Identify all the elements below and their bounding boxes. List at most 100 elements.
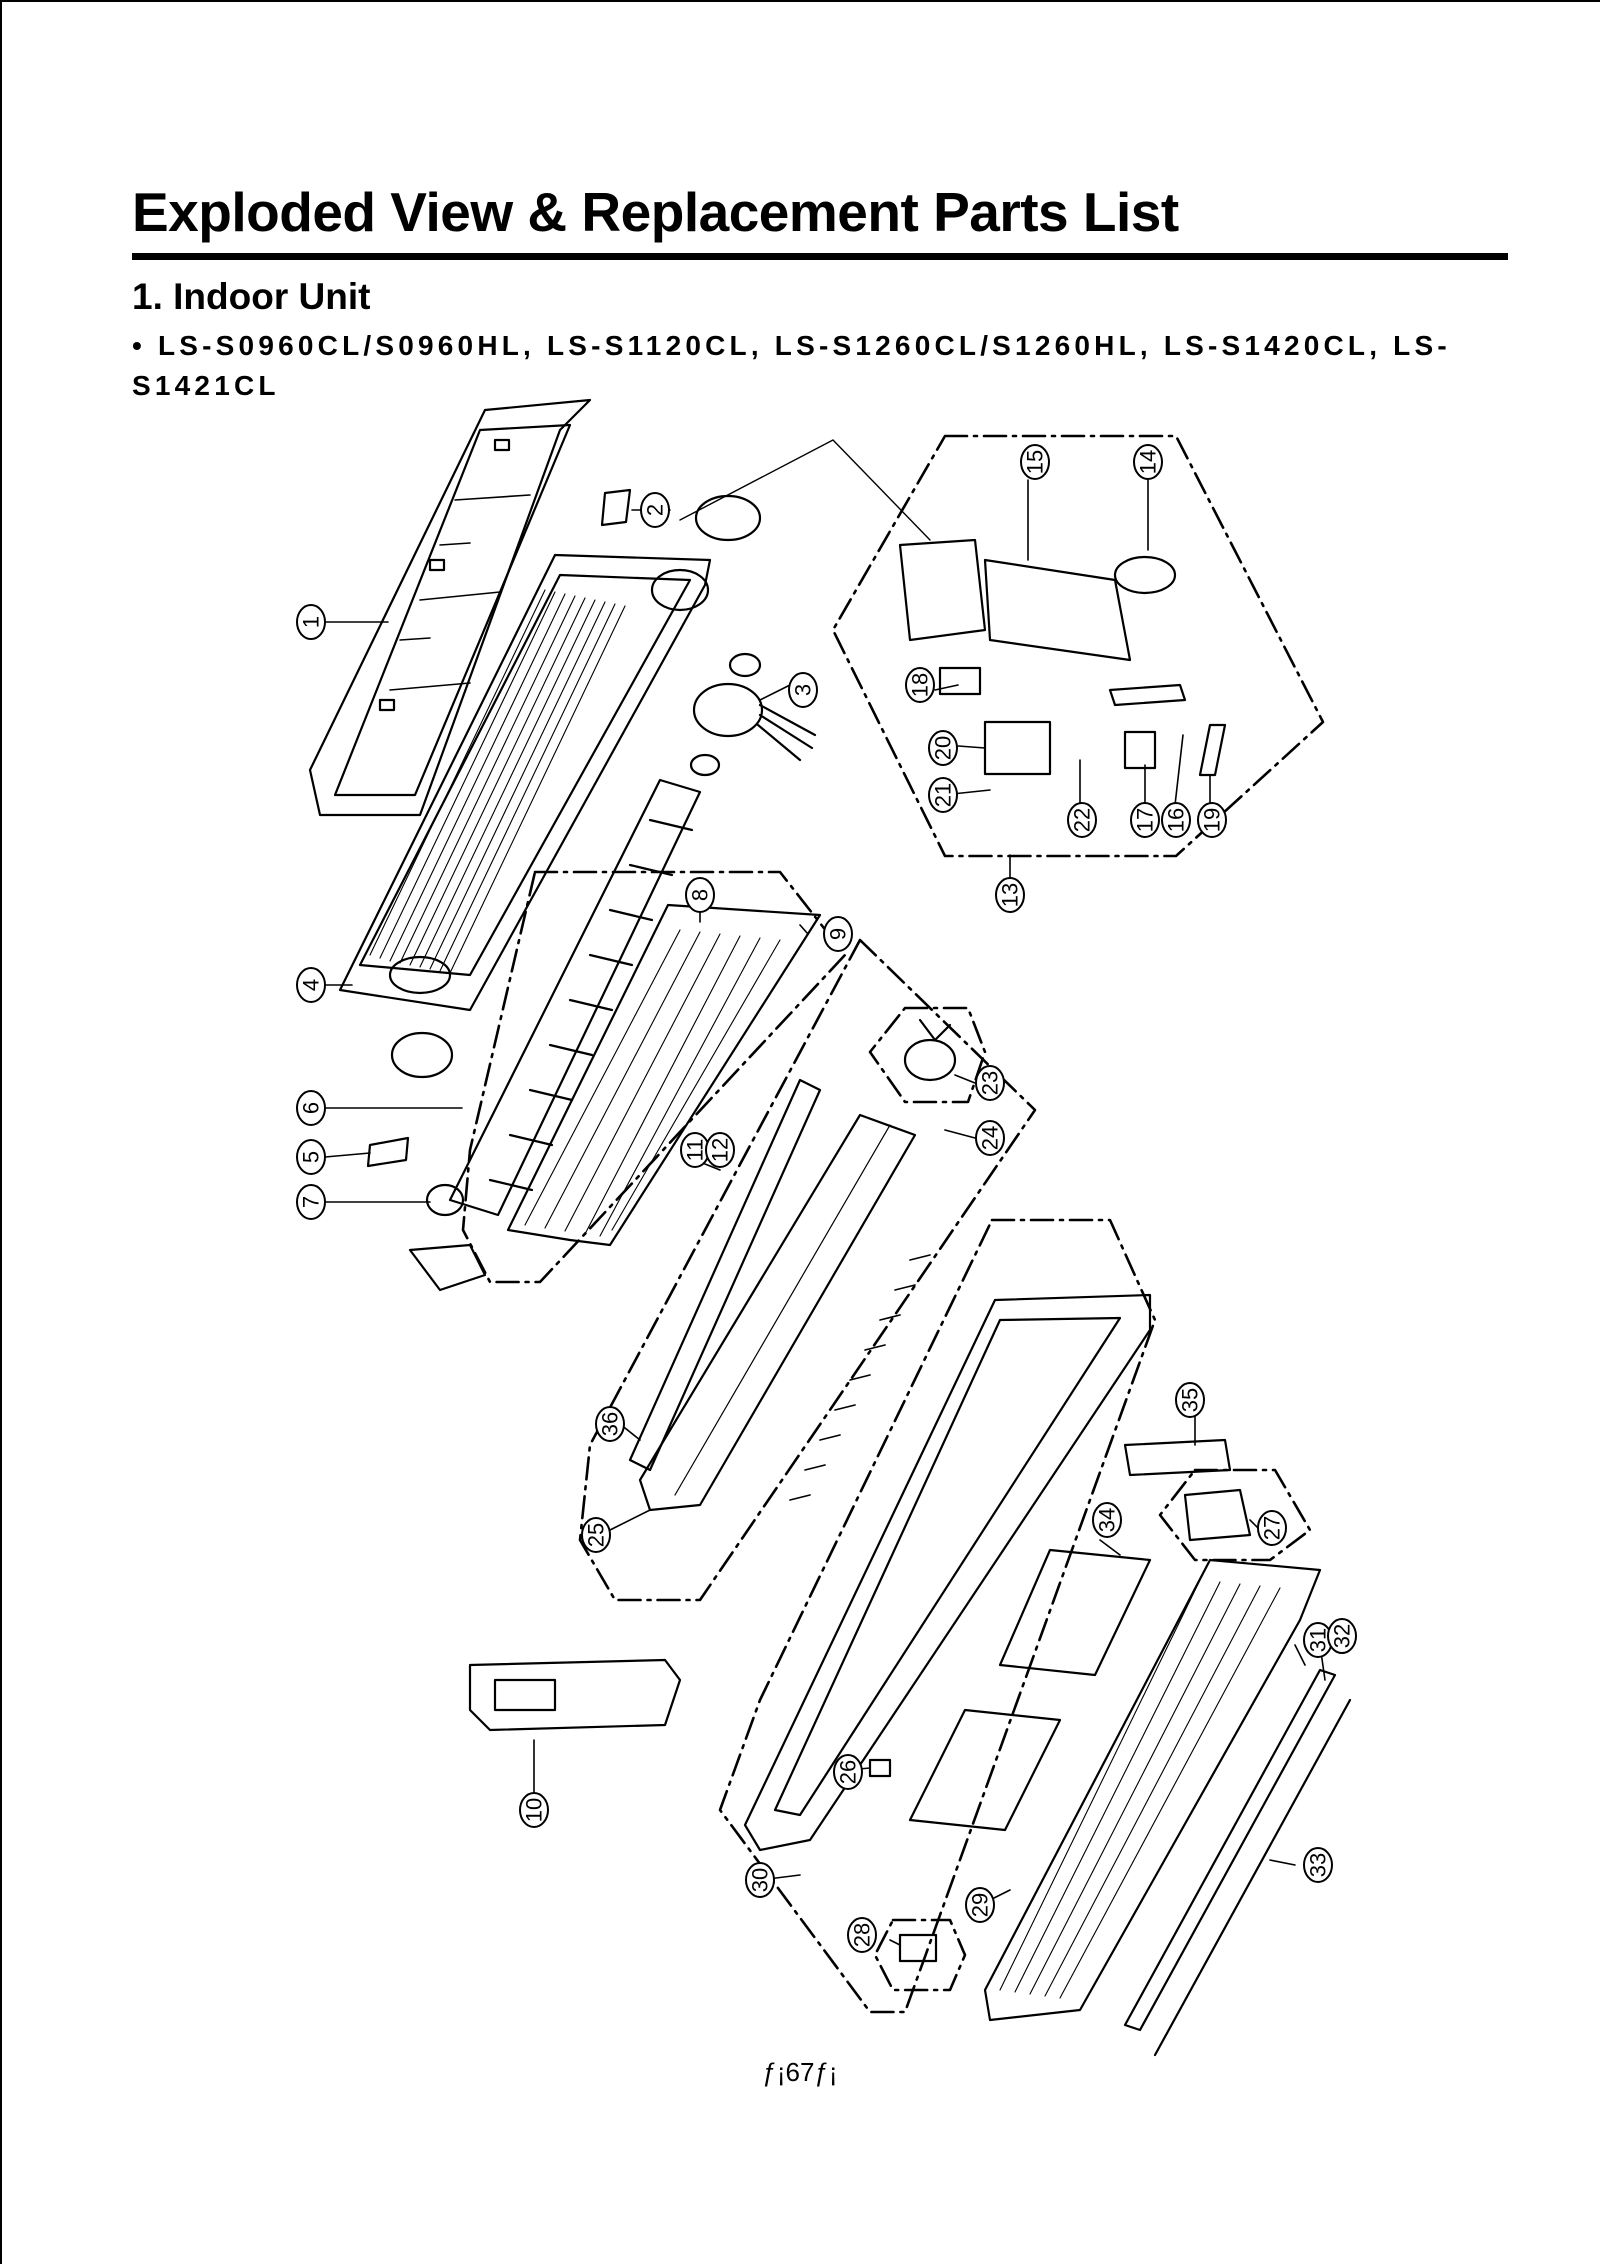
callout-label: 6 xyxy=(299,1102,324,1114)
callout-circle xyxy=(833,1754,863,1790)
callout-circle xyxy=(975,1120,1005,1156)
callout-circle xyxy=(1067,802,1097,838)
callout-16: 16 xyxy=(1161,802,1191,838)
callout-circle xyxy=(788,672,818,708)
callout-circle xyxy=(995,877,1025,913)
callout-circle xyxy=(905,667,935,703)
callout-20: 20 xyxy=(928,730,958,766)
title-divider xyxy=(132,253,1508,260)
callout-circle xyxy=(296,1139,326,1175)
page-number: ƒ¡67ƒ¡ xyxy=(762,2057,838,2087)
callout-circle xyxy=(296,967,326,1003)
callout-circle xyxy=(1130,802,1160,838)
callout-23: 23 xyxy=(975,1065,1005,1101)
callout-circle xyxy=(823,916,853,952)
callout-label: 16 xyxy=(1164,808,1189,832)
callout-circle xyxy=(1161,802,1191,838)
callout-circle xyxy=(1175,1382,1205,1418)
callout-25: 25 xyxy=(581,1517,611,1553)
callout-label: 8 xyxy=(688,889,713,901)
bracket-subgroup-outline xyxy=(1158,1468,1312,1562)
callout-label: 18 xyxy=(908,673,933,697)
callout-17: 17 xyxy=(1130,802,1160,838)
slide-bar-part xyxy=(1123,1668,1352,2057)
part-28-hinge xyxy=(898,1933,938,1963)
part-26-clip xyxy=(868,1758,892,1778)
callout-22: 22 xyxy=(1067,802,1097,838)
callout-circle xyxy=(705,1132,735,1168)
callout-circle xyxy=(1257,1510,1287,1546)
callout-34: 34 xyxy=(1092,1502,1122,1538)
side-cover-part xyxy=(408,1243,487,1292)
callout-label: 21 xyxy=(931,783,956,807)
callout-label: 1 xyxy=(299,616,324,628)
callout-label: 22 xyxy=(1070,808,1095,832)
callout-label: 31 xyxy=(1306,1628,1331,1652)
callout-label: 10 xyxy=(522,1798,547,1822)
louver-parts xyxy=(789,1254,931,1501)
callout-label: 7 xyxy=(299,1196,324,1208)
callout-circle xyxy=(519,1792,549,1828)
display-board-part xyxy=(1123,1438,1232,1477)
cap-part xyxy=(694,494,762,542)
page-title: Exploded View & Replacement Parts List xyxy=(132,181,1179,243)
chassis-part xyxy=(338,553,712,1012)
callout-35: 35 xyxy=(1175,1382,1205,1418)
callout-9: 9 xyxy=(823,916,853,952)
hinge-subgroup-outline xyxy=(873,1918,967,1992)
callout-label: 34 xyxy=(1095,1508,1120,1532)
callout-circle xyxy=(581,1517,611,1553)
front-frame-part xyxy=(743,1293,1152,1852)
callout-11: 11 xyxy=(680,1132,710,1168)
control-box-parts xyxy=(898,538,1227,777)
callout-24: 24 xyxy=(975,1120,1005,1156)
callout-18: 18 xyxy=(905,667,935,703)
callout-label: 36 xyxy=(598,1412,623,1436)
callout-10: 10 xyxy=(519,1792,549,1828)
callout-label: 17 xyxy=(1133,808,1158,832)
callout-1: 1 xyxy=(296,604,326,640)
callout-label: 23 xyxy=(978,1071,1003,1095)
callout-label: 15 xyxy=(1023,450,1048,474)
callout-label: 19 xyxy=(1200,808,1225,832)
callout-28: 28 xyxy=(847,1917,877,1953)
callout-label: 5 xyxy=(299,1151,324,1163)
callout-leaders xyxy=(324,479,1326,1946)
callout-circle xyxy=(1133,444,1163,480)
callout-7: 7 xyxy=(296,1184,326,1220)
callout-circle xyxy=(595,1406,625,1442)
callout-label: 14 xyxy=(1136,450,1161,474)
bracket-27-part xyxy=(1183,1488,1252,1542)
callout-circle xyxy=(1303,1847,1333,1883)
bearing-cover-part xyxy=(390,1031,454,1079)
callout-label: 2 xyxy=(643,504,668,516)
front-grille-part xyxy=(983,1558,1322,2022)
callout-3: 3 xyxy=(788,672,818,708)
callout-circle xyxy=(965,1887,995,1923)
callout-circle xyxy=(640,492,670,528)
callout-label: 12 xyxy=(708,1138,733,1162)
control-box-group-outline xyxy=(831,434,1325,858)
drain-pump-part xyxy=(903,1018,957,1082)
callout-15: 15 xyxy=(1020,444,1050,480)
callout-4: 4 xyxy=(296,967,326,1003)
pump-subgroup-outline xyxy=(868,1006,987,1104)
callout-label: 29 xyxy=(968,1893,993,1917)
callout-30: 30 xyxy=(745,1862,775,1898)
callout-21: 21 xyxy=(928,777,958,813)
callout-label: 30 xyxy=(748,1868,773,1892)
control-box-link-line xyxy=(679,439,931,541)
callout-circle xyxy=(975,1065,1005,1101)
callout-32: 32 xyxy=(1327,1618,1357,1654)
callout-19: 19 xyxy=(1197,802,1227,838)
callout-circle xyxy=(296,1184,326,1220)
page-border-top xyxy=(0,0,1600,2)
callout-36: 36 xyxy=(595,1406,625,1442)
callout-circle xyxy=(928,777,958,813)
model-list: • LS-S0960CL/S0960HL, LS-S1120CL, LS-S12… xyxy=(132,330,1451,401)
callout-14: 14 xyxy=(1133,444,1163,480)
callout-label: 4 xyxy=(299,979,324,991)
callout-27: 27 xyxy=(1257,1510,1287,1546)
air-filter-part xyxy=(908,1548,1152,1832)
